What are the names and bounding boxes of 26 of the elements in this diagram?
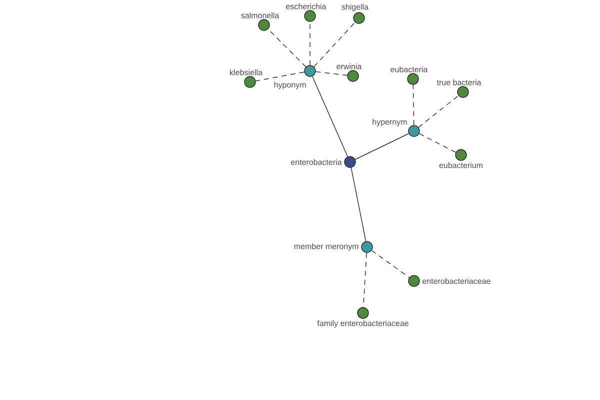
node-label: eubacterium [439, 162, 482, 168]
edge-line [363, 252, 367, 308]
edge-line [371, 250, 410, 278]
edge-line [418, 95, 459, 128]
node-label: enterobacteriaceae [422, 278, 490, 284]
edge-line [354, 133, 410, 160]
edge-line [314, 22, 356, 67]
node-label: family enterobacteriaceae [317, 320, 408, 328]
edge-line [268, 28, 306, 68]
node-label: true bacteria [436, 79, 482, 86]
node-label: salmonella [241, 12, 280, 18]
node-label: hypernym [372, 118, 407, 126]
node-label: hyponym [274, 82, 306, 90]
node-label: eubacteria [390, 66, 428, 72]
edge-line [312, 76, 348, 157]
node-label: enterobacteria [291, 159, 342, 165]
edge-line [255, 72, 305, 82]
node-label: escherichia [286, 3, 326, 10]
node-label: shigella [342, 4, 369, 12]
edge-line [412, 84, 414, 126]
node-label: klebsiella [230, 69, 262, 76]
node-label: member meronym [294, 243, 358, 251]
edge-line [316, 71, 348, 76]
edge-line [418, 133, 456, 153]
edge-line [350, 167, 366, 242]
node-label: erwinia [336, 63, 362, 70]
